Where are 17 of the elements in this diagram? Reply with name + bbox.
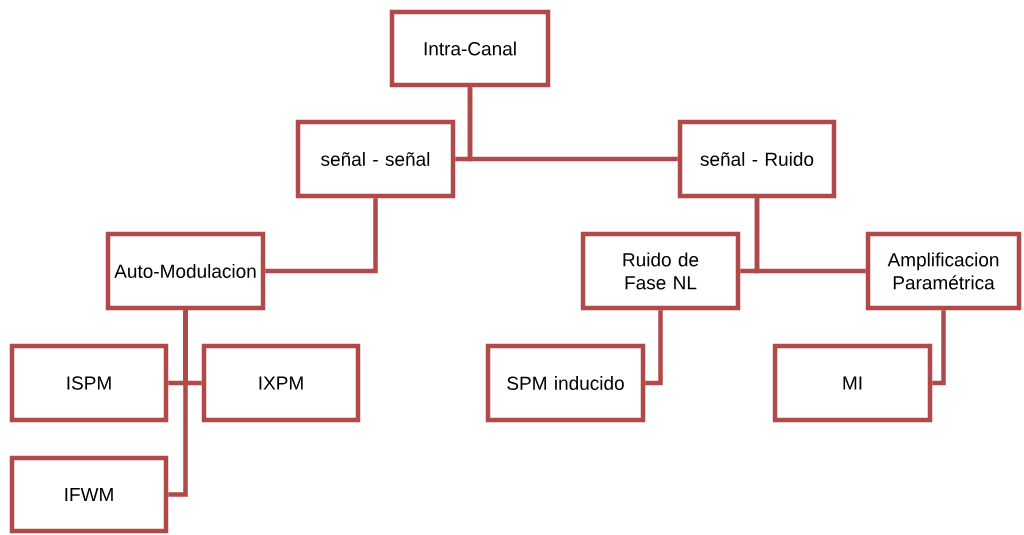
category-box: SPM inducido bbox=[485, 343, 646, 423]
category-box: IXPM bbox=[201, 343, 361, 423]
category-box: Ruido de Fase NL bbox=[580, 231, 741, 311]
connector-line bbox=[265, 198, 378, 274]
category-box: ISPM bbox=[9, 343, 169, 423]
connector-line bbox=[932, 310, 946, 386]
category-box: Amplificacion Paramétrica bbox=[865, 231, 1022, 311]
category-box: señal - Ruido bbox=[677, 119, 837, 199]
category-box: Intra-Canal bbox=[389, 9, 551, 88]
connector-line bbox=[467, 87, 678, 162]
category-box: IFWM bbox=[9, 455, 169, 534]
connector-line bbox=[168, 310, 188, 497]
connector-line bbox=[754, 198, 866, 274]
connector-line bbox=[645, 310, 663, 386]
category-box: Auto-Modulacion bbox=[105, 231, 266, 311]
category-box: MI bbox=[772, 343, 933, 423]
category-box: señal - señal bbox=[295, 119, 456, 199]
